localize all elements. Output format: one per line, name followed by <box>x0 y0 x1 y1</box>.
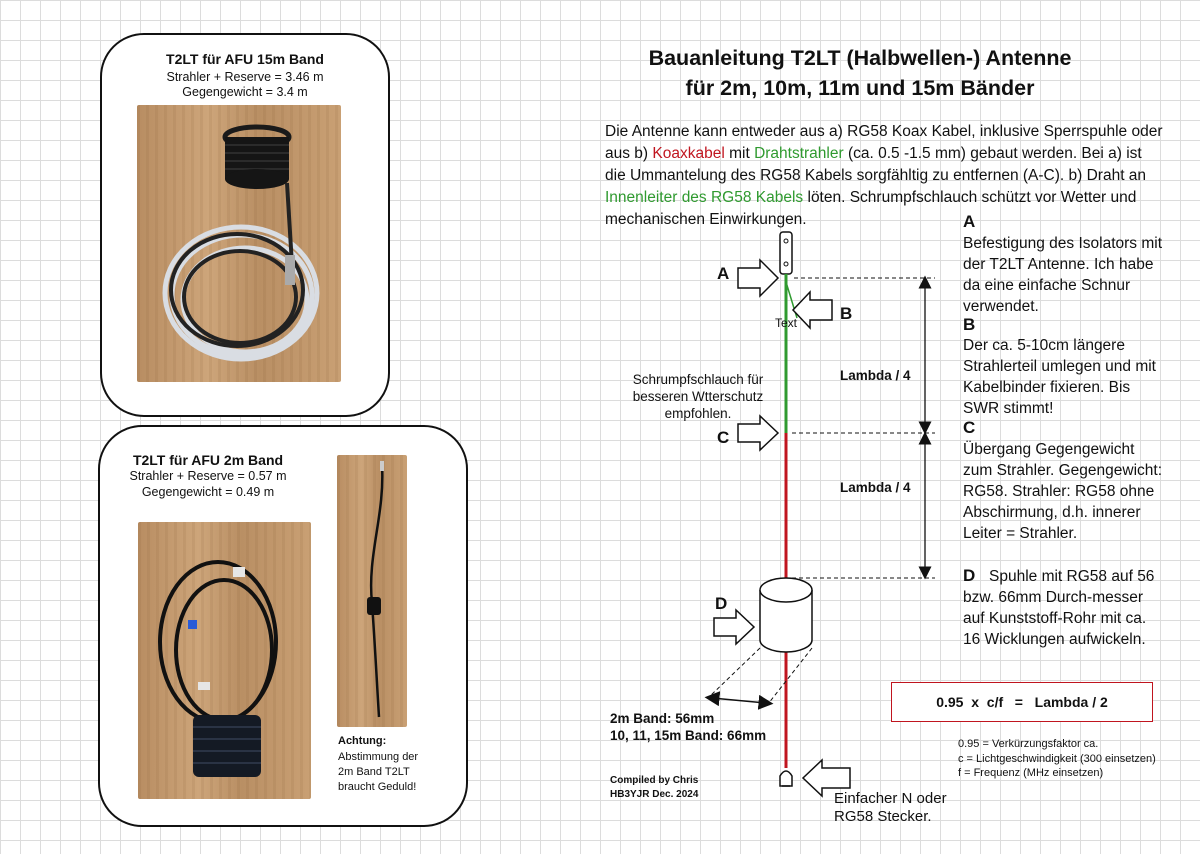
compiled-by: Compiled by Chris <box>610 775 699 786</box>
coil-diameter-arrow <box>704 691 774 710</box>
legend-factor: 0.95 = Verkürzungsfaktor ca. <box>958 738 1099 750</box>
desc-a-text: Befestigung des Isolators mit der T2LT A… <box>963 235 1163 315</box>
intro-drahtstrahler: Drahtstrahler <box>754 145 844 162</box>
compiled-callsign: HB3YJR Dec. 2024 <box>610 789 699 800</box>
desc-d-text: Spuhle mit RG58 auf 56 bzw. 66mm Durch-m… <box>963 568 1155 648</box>
desc-c-head: C <box>963 418 976 437</box>
desc-a-head: A <box>963 212 976 231</box>
photo-2m-antenna-coil <box>138 522 311 799</box>
card-2m-title: T2LT für AFU 2m Band <box>132 452 284 468</box>
card-2m: T2LT für AFU 2m Band Strahler + Reserve … <box>98 425 468 827</box>
card-15m-radiator-length: Strahler + Reserve = 3.46 m <box>166 70 324 84</box>
label-band-2m: 2m Band: 56mm <box>610 711 715 726</box>
shrink-tube-note: Schrumpfschlauch für besseren Wtterschut… <box>632 372 764 421</box>
label-a: A <box>717 264 730 283</box>
desc-b-head: B <box>963 315 976 334</box>
label-band-other: 10, 11, 15m Band: 66mm <box>610 728 767 743</box>
intro-part1: Die Antenne kann entweder aus a) RG58 Ko… <box>605 123 1163 162</box>
arrow-d-icon <box>713 608 756 646</box>
photo-2m-antenna-full <box>337 455 407 727</box>
label-b: B <box>840 304 853 323</box>
desc-c-text: Übergang Gegengewicht zum Strahler. Gege… <box>963 441 1163 542</box>
legend-f: f = Frequenz (MHz einsetzen) <box>958 767 1104 779</box>
formula-box: 0.95 x c/f = Lambda / 2 <box>891 682 1153 722</box>
photo-15m-antenna <box>137 105 341 382</box>
label-c: C <box>717 428 730 447</box>
arrow-a-icon <box>737 258 780 298</box>
page-title-line2: für 2m, 10m, 11m und 15m Bänder <box>685 76 1035 100</box>
label-d: D <box>715 594 728 613</box>
card-2m-radiator-length: Strahler + Reserve = 0.57 m <box>129 469 287 483</box>
intro-koaxkabel: Koaxkabel <box>652 145 725 162</box>
card-15m-title: T2LT für AFU 15m Band <box>166 51 324 67</box>
intro-paragraph: Die Antenne kann entweder aus a) RG58 Ko… <box>605 121 1165 231</box>
intro-part3: löten. Schrumpfschlauch schützt vor Wett… <box>605 189 1137 228</box>
arrow-c-icon <box>737 414 780 452</box>
card-15m-counterpoise-length: Gegengewicht = 3.4 m <box>182 85 308 99</box>
connector-icon <box>779 770 793 787</box>
intro-part2: (ca. 0.5 -1.5 mm) gebaut werden. Bei a) … <box>605 145 1147 184</box>
note-title: Achtung: <box>338 735 387 747</box>
intro-innenleiter: Innenleiter des RG58 Kabels <box>605 189 804 206</box>
intro-mit: mit <box>724 145 755 162</box>
label-text-placeholder: Text <box>775 316 798 330</box>
arrow-connector-icon <box>801 758 851 798</box>
connector-label: Einfacher N oder RG58 Stecker. <box>834 790 947 825</box>
insulator-icon <box>779 231 793 275</box>
arrow-b-icon <box>791 290 833 330</box>
card-15m: T2LT für AFU 15m Band Strahler + Reserve… <box>100 33 390 417</box>
desc-d-head: D <box>963 566 976 585</box>
label-lambda-top: Lambda / 4 <box>840 368 911 383</box>
coil-icon <box>759 577 813 653</box>
note-text: Abstimmung der 2m Band T2LT braucht Gedu… <box>338 751 419 793</box>
card-2m-counterpoise-length: Gegengewicht = 0.49 m <box>141 485 275 499</box>
label-lambda-bottom: Lambda / 4 <box>840 480 911 495</box>
desc-b-text: Der ca. 5-10cm längere Strahlerteil umle… <box>963 337 1156 417</box>
page-title-line1: Bauanleitung T2LT (Halbwellen-) Antenne <box>648 46 1072 70</box>
legend-c: c = Lichtgeschwindigkeit (300 einsetzen) <box>958 753 1156 765</box>
